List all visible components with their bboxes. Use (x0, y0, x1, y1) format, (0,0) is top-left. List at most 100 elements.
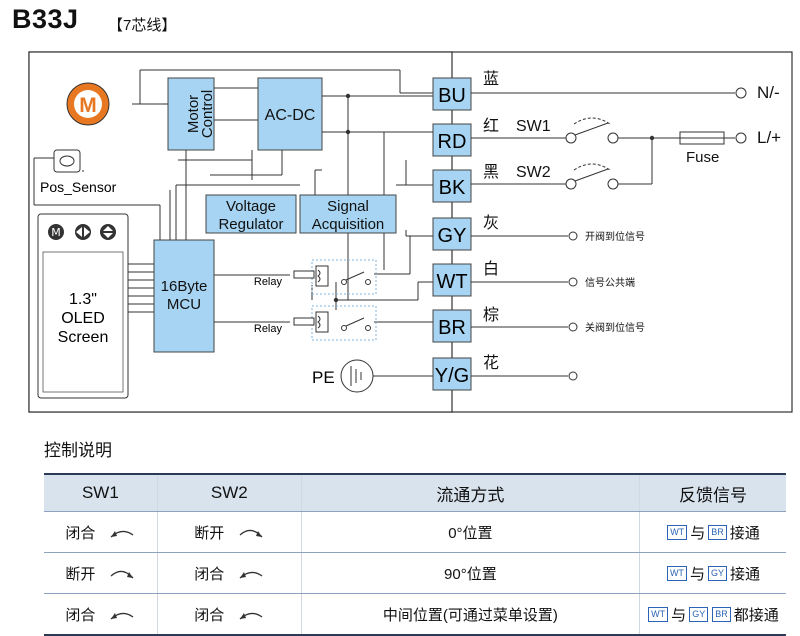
terminal-yg (432, 357, 472, 391)
col-sw1: SW1 (44, 473, 158, 512)
close-arc-icon (239, 612, 263, 620)
pe-ground-icon (340, 359, 374, 393)
sw2-state: 断开 (194, 524, 225, 542)
terminal-br (432, 309, 472, 343)
wt-tag: WT (666, 565, 687, 581)
sw1-state: 断开 (65, 565, 96, 583)
svg-text:Acquisition: Acquisition (312, 216, 385, 233)
svg-text:Relay: Relay (254, 276, 283, 288)
terminal-bk (432, 169, 472, 203)
svg-text:Signal: Signal (327, 198, 369, 215)
svg-text:BK: BK (439, 177, 466, 199)
svg-text:L/+: L/+ (757, 128, 781, 147)
svg-text:1.3": 1.3" (69, 291, 97, 308)
svg-text:白: 白 (483, 260, 499, 278)
svg-text:WT: WT (436, 271, 467, 293)
pe-label: PE (312, 368, 335, 387)
menu-buttons-icon: M (48, 224, 116, 240)
svg-text:BU: BU (438, 85, 466, 107)
terminal-wt (432, 263, 472, 297)
svg-text:Screen: Screen (58, 329, 109, 346)
svg-text:关阀到位信号: 关阀到位信号 (585, 321, 645, 334)
feedback-connector: 与 (689, 565, 705, 583)
sw2-switch-icon (565, 163, 619, 190)
close-arc-icon (110, 530, 134, 538)
gy-tag: GY (689, 606, 709, 622)
feedback-connector: 与 (671, 606, 687, 624)
svg-text:棕: 棕 (483, 306, 499, 324)
feedback-result: 接通 (729, 524, 760, 542)
external-wiring (471, 92, 735, 377)
relay-2: Relay (254, 305, 377, 341)
svg-text:MCU: MCU (167, 296, 201, 313)
svg-text:红: 红 (483, 117, 499, 135)
feedback-connector: 与 (690, 524, 706, 542)
svg-text:SW1: SW1 (516, 118, 551, 135)
col-feedback: 反馈信号 (638, 473, 786, 512)
sw1-state: 闭合 (65, 606, 96, 624)
model-title: B33J (12, 4, 79, 34)
svg-text:蓝: 蓝 (483, 70, 499, 88)
svg-text:Voltage: Voltage (226, 198, 276, 215)
svg-text:AC-DC: AC-DC (265, 107, 316, 124)
svg-text:GY: GY (438, 225, 467, 247)
feedback-result: 都接通 (733, 606, 779, 624)
flow-mode: 中间位置(可通过菜单设置) (300, 593, 640, 636)
svg-text:OLED: OLED (61, 310, 105, 327)
relay-1: Relay (254, 259, 377, 295)
svg-text:灰: 灰 (483, 214, 499, 232)
svg-text:Control: Control (199, 90, 216, 138)
svg-text:开阀到位信号: 开阀到位信号 (585, 230, 645, 243)
feedback-result: 接通 (729, 565, 760, 583)
terminal-gy (432, 217, 472, 251)
col-sw2: SW2 (156, 473, 302, 512)
svg-text:BR: BR (438, 317, 466, 339)
col-flow-mode: 流通方式 (300, 473, 640, 512)
svg-text:M: M (51, 226, 61, 239)
gy-tag: GY (707, 565, 727, 581)
sw2-state: 闭合 (194, 565, 225, 583)
flow-mode: 0°位置 (300, 511, 640, 553)
wt-tag: WT (648, 606, 669, 622)
svg-text:信号公共端: 信号公共端 (585, 276, 635, 289)
svg-text:RD: RD (438, 131, 467, 153)
svg-text:Fuse: Fuse (686, 149, 719, 166)
open-arc-icon (110, 570, 134, 579)
terminal-bu (432, 77, 472, 111)
open-arc-icon (239, 529, 263, 538)
mcu-block (153, 239, 215, 353)
svg-text:Regulator: Regulator (218, 216, 283, 233)
svg-text:M: M (79, 94, 97, 117)
signal-acquisition-block (299, 194, 397, 234)
wiring-diagram: M Motor Control AC-DC Voltage Regulator … (28, 51, 793, 413)
flow-mode: 90°位置 (300, 552, 640, 594)
voltage-regulator-block (205, 194, 297, 234)
control-header-row: SW1 SW2 流通方式 反馈信号 (44, 473, 786, 512)
terminal-rd (432, 123, 472, 157)
svg-text:花: 花 (483, 354, 499, 372)
pos-sensor-label: Pos_Sensor (40, 179, 117, 195)
svg-text:16Byte: 16Byte (161, 278, 208, 295)
sw1-state: 闭合 (65, 524, 96, 542)
control-heading: 控制说明 (44, 441, 112, 460)
svg-text:黑: 黑 (483, 164, 499, 181)
svg-text:Y/G: Y/G (435, 365, 469, 387)
br-tag: BR (712, 606, 731, 622)
sw1-switch-icon (565, 117, 619, 144)
wt-tag: WT (667, 524, 688, 540)
svg-text:SW2: SW2 (516, 164, 551, 181)
svg-text:Motor: Motor (185, 95, 202, 133)
sw2-state: 闭合 (194, 606, 225, 624)
svg-text:N/-: N/- (757, 83, 780, 102)
ac-dc-block (257, 77, 323, 151)
svg-text:Relay: Relay (254, 323, 283, 335)
br-tag: BR (708, 524, 727, 540)
motor-icon: M (66, 82, 110, 126)
wire-count-label: 【7芯线】 (108, 17, 177, 34)
motor-control-block (167, 77, 215, 151)
close-arc-icon (239, 571, 263, 579)
